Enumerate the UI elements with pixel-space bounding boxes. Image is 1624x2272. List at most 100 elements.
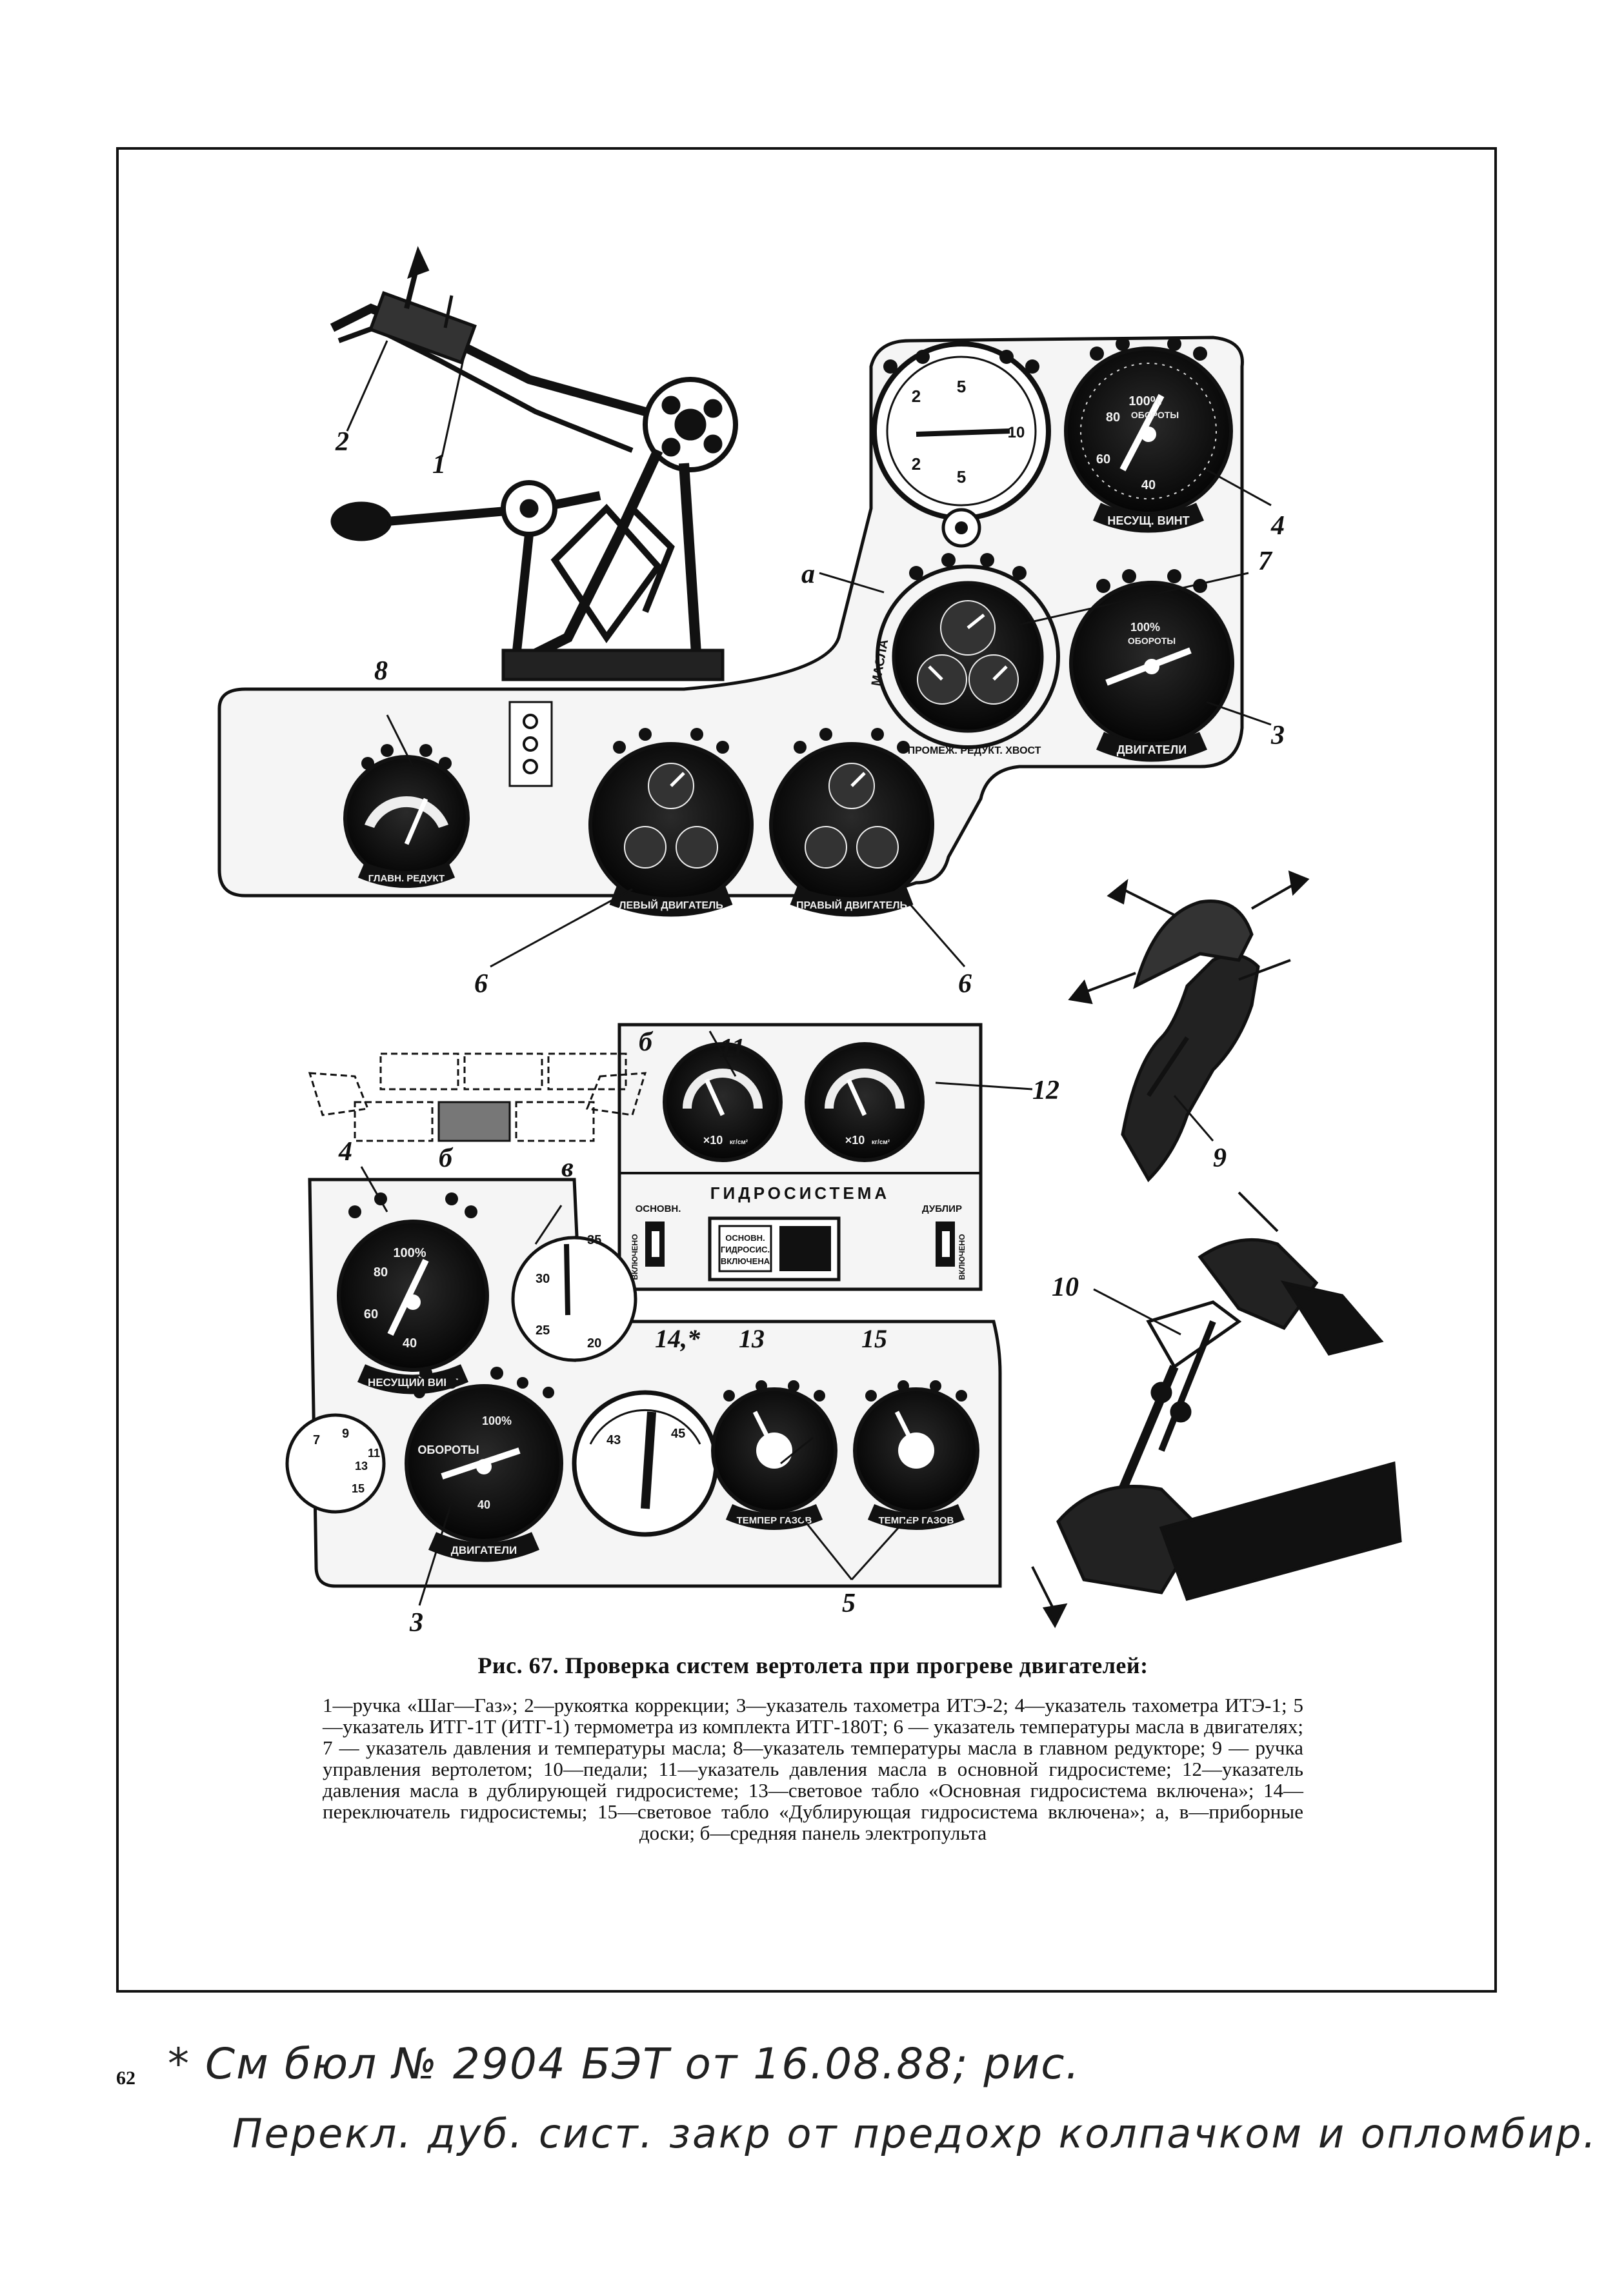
clock-digit-right: 10 — [1008, 424, 1025, 441]
left-engine-oil-gauge: ЛЕВЫЙ ДВИГАТЕЛЬ — [588, 742, 754, 917]
oil-pressure-temp-gauge: МАСЛА ПРОМЕЖ. РЕДУКТ. ХВОСТ — [869, 565, 1060, 756]
panel-v-screws — [348, 1192, 967, 1402]
label-nesushch-vint-top: НЕСУЩ. ВИНТ — [1107, 514, 1189, 527]
small-gauge-9: 9 — [342, 1427, 349, 1441]
callout-8: 8 — [374, 656, 388, 686]
tablo-osn-line2: ГИДРОСИС. — [721, 1245, 770, 1254]
callout-a: а — [801, 559, 815, 589]
leader-lines — [346, 340, 1272, 1606]
therm-20: 20 — [587, 1336, 601, 1351]
label-nesushchii-vint: НЕСУЩИЙ ВИНТ — [368, 1376, 459, 1389]
callout-3-bottom: 3 — [409, 1608, 423, 1638]
caption-body: 1—ручка «Шаг—Газ»; 2—рукоятка коррекции;… — [323, 1694, 1303, 1844]
gauge-12-multiplier: ×10 — [845, 1134, 865, 1147]
callout-14: 14,* — [655, 1324, 701, 1353]
label-gidrosistema: ГИДРОСИСТЕМА — [710, 1183, 890, 1203]
console-perspective-sketch — [308, 1052, 647, 1142]
small-gauge-7: 7 — [313, 1433, 320, 1447]
tacho-mid-100: 100% — [1130, 621, 1160, 634]
itg-digit-43: 43 — [606, 1433, 621, 1447]
clock-digit-left-top: 2 — [912, 387, 921, 406]
itg-gauge: 43 45 — [572, 1390, 719, 1537]
callout-5: 5 — [842, 1589, 856, 1618]
callout-1: 1 — [432, 450, 446, 479]
clock-digit-bottom: 5 — [957, 467, 966, 487]
tacho-bottom-80: 80 — [374, 1265, 388, 1280]
callout-v: в — [561, 1153, 574, 1183]
label-glavn-redukt: ГЛАВН. РЕДУКТ — [368, 873, 445, 884]
tablo-osn-line3: ВКЛЮЧЕНА — [721, 1256, 770, 1266]
tacho-top-40: 40 — [1141, 478, 1156, 492]
gauge-11-units: кг/см² — [730, 1139, 748, 1146]
label-dvigateli-bottom: ДВИГАТЕЛИ — [451, 1544, 517, 1556]
engine-tachometer-bottom: 100% ОБОРОТЫ 40 ДВИГАТЕЛИ — [405, 1384, 563, 1562]
figure-illustration: 5 2 2 10 5 100% 80 60 40 ОБОРОТЫ НЕСУЩ. … — [217, 246, 1402, 1638]
page-number: 62 — [116, 2067, 135, 2089]
collective-lever-drawing — [330, 246, 738, 681]
callout-11: 11 — [719, 1034, 745, 1063]
handwritten-note-line2: Перекл. дуб. сист. закр от предохр колпа… — [232, 2110, 1598, 2157]
callout-6-left: 6 — [474, 969, 488, 999]
instrument-panel-a: 5 2 2 10 5 100% 80 60 40 ОБОРОТЫ НЕСУЩ. … — [217, 336, 1244, 917]
callout-9: 9 — [1213, 1143, 1227, 1173]
callout-7: 7 — [1258, 547, 1273, 576]
caption-title: Рис. 67. Проверка систем вертолета при п… — [477, 1653, 1148, 1678]
callout-15: 15 — [861, 1324, 887, 1353]
cyclic-stick-drawing — [1068, 870, 1310, 1183]
callout-3-top: 3 — [1270, 721, 1285, 750]
callout-2: 2 — [335, 427, 349, 457]
label-vklyucheno-right: ВКЛЮЧЕНО — [957, 1234, 967, 1280]
label-dvigateli-top: ДВИГАТЕЛИ — [1117, 743, 1187, 756]
callout-b-small: б — [439, 1143, 454, 1173]
clock-digit-left-bottom: 2 — [912, 454, 921, 474]
label-pravyi-dvigatel: ПРАВЫЙ ДВИГАТЕЛЬ — [796, 899, 907, 911]
therm-30: 30 — [536, 1272, 550, 1286]
panel-screws — [361, 337, 1207, 770]
tacho-bottom-40: 40 — [403, 1336, 417, 1351]
handwritten-note-line1: * См бюл № 2904 БЭТ от 16.08.88; рис. — [168, 2039, 1081, 2089]
clock-digit-top: 5 — [957, 377, 966, 396]
callout-b-panel: б — [639, 1027, 654, 1057]
gauge-11-multiplier: ×10 — [703, 1134, 723, 1147]
label-prom-redukt: ПРОМЕЖ. РЕДУКТ. ХВОСТ — [908, 745, 1041, 756]
small-gauge-11: 11 — [368, 1447, 380, 1460]
callout-4-bottom: 4 — [338, 1137, 352, 1167]
egt-gauge-right: ТЕМПЕР ГАЗОВ — [853, 1387, 979, 1530]
itg-digit-45: 45 — [671, 1427, 685, 1441]
middle-panel-b: ×10 кг/см² ×10 кг/см² ГИДРОСИСТЕМА ОСНОВ… — [617, 1023, 983, 1291]
gauge-12-units: кг/см² — [872, 1139, 890, 1146]
tacho-top-caption: ОБОРОТЫ — [1131, 410, 1179, 420]
therm-35: 35 — [587, 1233, 601, 1247]
callout-12: 12 — [1032, 1076, 1059, 1105]
therm-25: 25 — [536, 1323, 550, 1338]
tacho-bottom2-100: 100% — [482, 1414, 512, 1427]
pedals-drawing — [1031, 1191, 1402, 1629]
tacho-bottom2-40: 40 — [477, 1498, 490, 1511]
tacho-mid-caption: ОБОРОТЫ — [1128, 636, 1176, 646]
right-engine-oil-gauge: ПРАВЫЙ ДВИГАТЕЛЬ — [769, 742, 934, 917]
label-vklyucheno-left: ВКЛЮЧЕНО — [630, 1234, 639, 1280]
label-temper-gazov-right: ТЕМПЕР ГАЗОВ — [879, 1515, 954, 1526]
figure-caption: Рис. 67. Проверка систем вертолета при п… — [323, 1652, 1303, 1844]
small-left-gauge: 7 9 13 15 11 — [285, 1413, 386, 1514]
callout-6-right: 6 — [958, 969, 972, 999]
clock-gauge: 5 2 2 10 5 — [872, 341, 1051, 548]
label-temper-gazov-left: ТЕМПЕР ГАЗОВ — [737, 1515, 812, 1526]
small-gauge-13: 13 — [355, 1460, 368, 1473]
small-gauge-15: 15 — [352, 1482, 365, 1495]
label-levyi-dvigatel: ЛЕВЫЙ ДВИГАТЕЛЬ — [619, 899, 723, 911]
callout-4-top: 4 — [1270, 511, 1285, 541]
rotor-tachometer-top: 100% 80 60 40 ОБОРОТЫ НЕСУЩ. ВИНТ — [1064, 347, 1233, 533]
callout-10: 10 — [1052, 1272, 1079, 1302]
main-gearbox-oil-temp-gauge: ГЛАВН. РЕДУКТ — [343, 755, 470, 888]
tacho-top-60: 60 — [1096, 452, 1110, 467]
label-dublir: ДУБЛИР — [922, 1203, 962, 1214]
callout-13: 13 — [739, 1324, 765, 1353]
egt-gauge-left: ТЕМПЕР ГАЗОВ — [711, 1387, 837, 1530]
instrument-panel-v: 100% 80 60 40 НЕСУЩИЙ ВИНТ 35 30 25 20 7… — [285, 1178, 1002, 1588]
figure-frame — [116, 147, 1497, 1993]
label-osnovn: ОСНОВН. — [636, 1203, 681, 1214]
engine-tachometer-top: 100% ОБОРОТЫ ДВИГАТЕЛИ — [1069, 581, 1234, 762]
tacho-top-100: 100% — [1128, 394, 1161, 408]
tacho-top-80: 80 — [1106, 410, 1120, 425]
